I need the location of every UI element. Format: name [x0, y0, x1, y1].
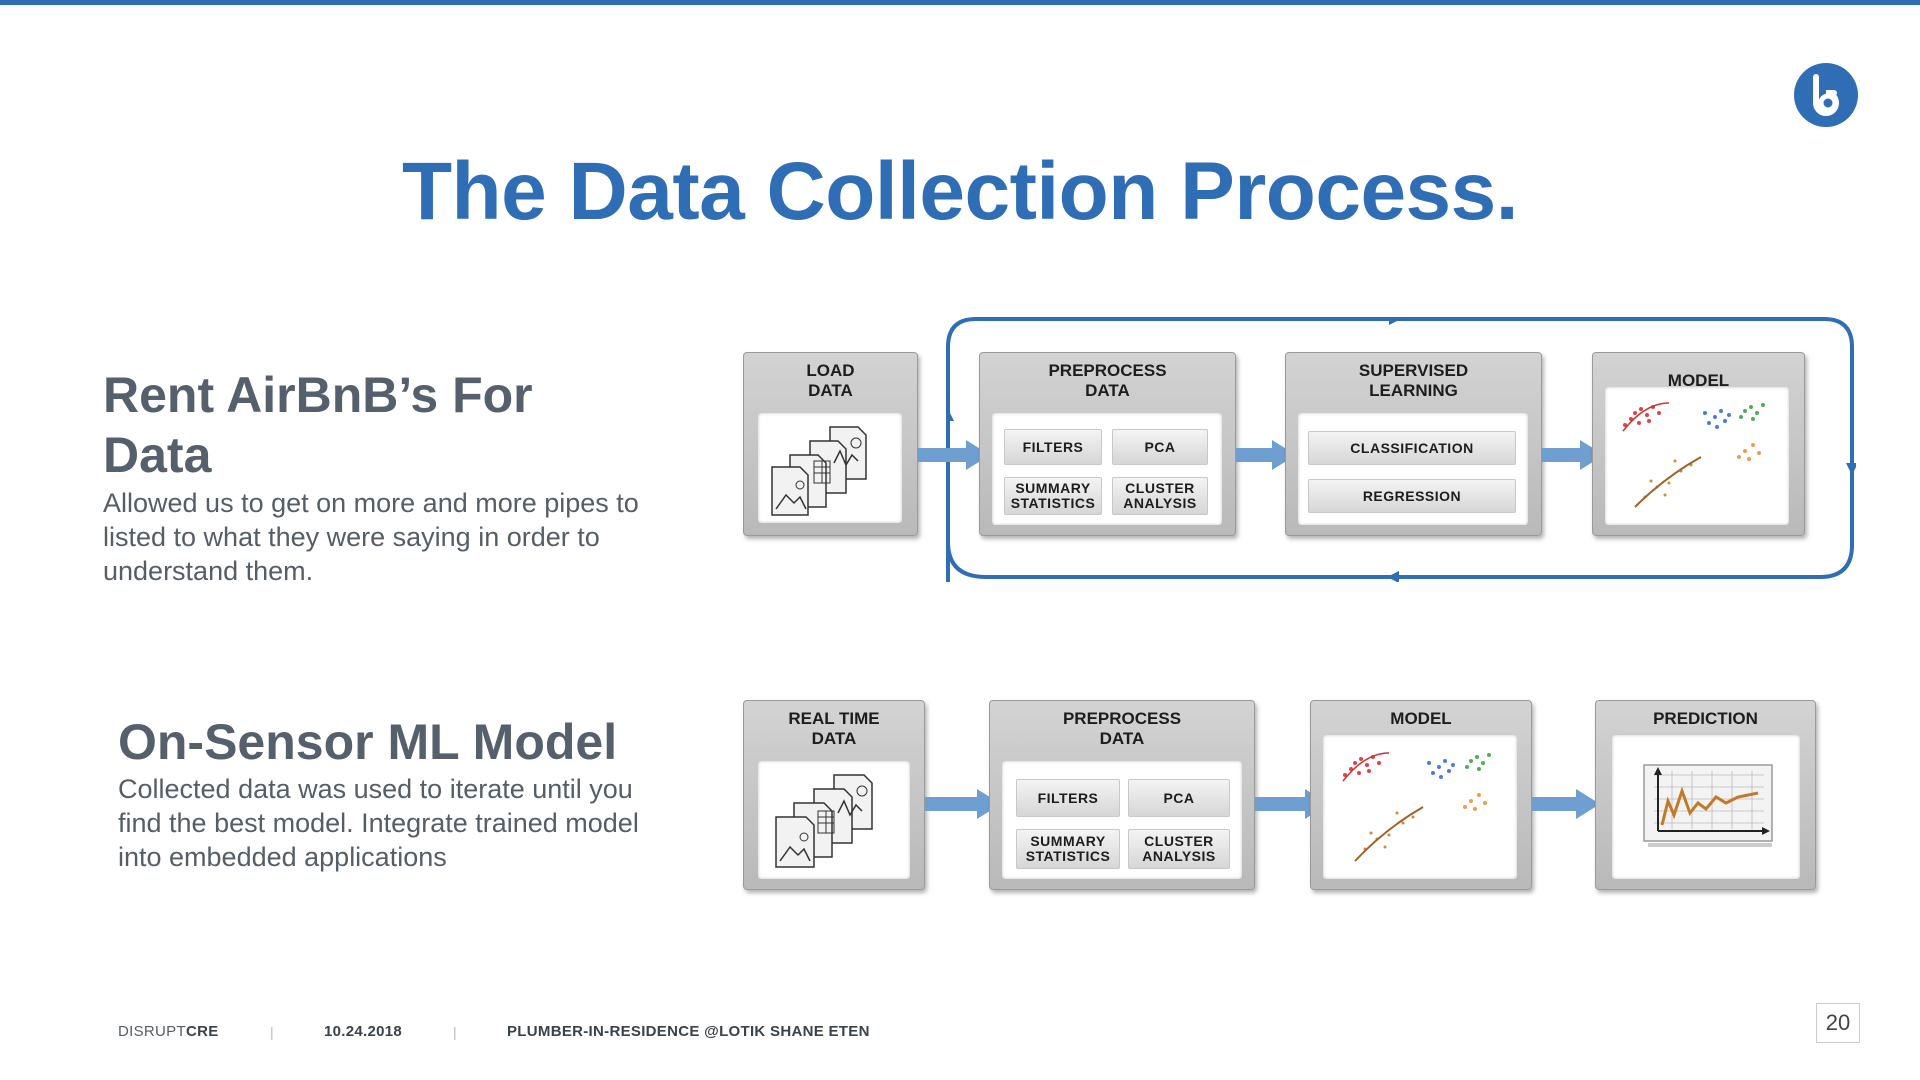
preprocess-label: PREPROCESS DATA: [1048, 361, 1167, 400]
line-chart-icon: [1643, 764, 1773, 847]
documents-icon: [775, 774, 873, 868]
pca2-chip: PCA: [1128, 779, 1230, 817]
regression-chip: REGRESSION: [1308, 479, 1516, 513]
footer-brand-light: DISRUPT: [118, 1023, 186, 1040]
footer-brand: DISRUPTCRE: [118, 1023, 219, 1040]
preprocess2-label: PREPROCESS DATA: [1062, 709, 1182, 748]
footer-date: 10.24.2018: [324, 1023, 402, 1040]
model2-panel: [1323, 735, 1517, 879]
prediction-box: PREDICTION: [1595, 700, 1816, 890]
cluster-analysis2-chip: CLUSTER ANALYSIS: [1128, 829, 1230, 869]
arrow-preprocess-to-learning: [1236, 440, 1296, 470]
real-time-data-label: REAL TIME DATA: [788, 709, 880, 748]
section2-heading: On-Sensor ML Model: [118, 714, 618, 770]
section1-body: Allowed us to get on more and more pipes…: [103, 488, 639, 586]
cluster-scatter-icon: [1342, 752, 1491, 862]
footer-brand-bold: CRE: [185, 1023, 219, 1040]
classification-chip: CLASSIFICATION: [1308, 431, 1516, 465]
footer-separator: |: [453, 1024, 457, 1040]
load-data-panel: [758, 413, 902, 523]
real-time-data-panel: [758, 761, 910, 879]
lotik-logo-icon: [1794, 63, 1858, 127]
summary-statistics-chip: SUMMARY STATISTICS: [1004, 477, 1102, 515]
pca-chip: PCA: [1112, 429, 1208, 465]
load-data-box: LOAD DATA: [743, 352, 918, 536]
section2-body: Collected data was used to iterate until…: [118, 774, 639, 872]
footer-date-text: 10.24.2018: [324, 1023, 403, 1040]
footer-credit-text: PLUMBER-IN-RESIDENCE @LOTIK SHANE ETEN: [507, 1023, 870, 1040]
prediction-label: PREDICTION: [1653, 709, 1758, 728]
cluster-analysis-chip: CLUSTER ANALYSIS: [1112, 477, 1208, 515]
footer-separator: |: [270, 1024, 274, 1040]
prediction-panel: [1612, 735, 1800, 879]
supervised-learning-box: SUPERVISED LEARNING CLASSIFICATION REGRE…: [1285, 352, 1542, 536]
model-panel: [1605, 387, 1789, 525]
cluster-scatter-icon: [1622, 402, 1765, 508]
model-label: MODEL: [1667, 371, 1730, 390]
arrow-model-to-prediction: [1532, 789, 1600, 819]
real-time-data-box: REAL TIME DATA: [743, 700, 925, 890]
preprocess2-box: PREPROCESS DATA FILTERS PCA SUMMARY STAT…: [989, 700, 1255, 890]
model2-label: MODEL: [1390, 709, 1452, 728]
filters-chip: FILTERS: [1004, 429, 1102, 465]
model-box: MODEL: [1592, 352, 1805, 536]
preprocess-box: PREPROCESS DATA FILTERS PCA SUMMARY STAT…: [979, 352, 1236, 536]
supervised-learning-label: SUPERVISED LEARNING: [1358, 361, 1469, 400]
iteration-loop-arrow: [946, 317, 1856, 582]
documents-icon: [771, 426, 867, 516]
load-data-label: LOAD DATA: [806, 361, 855, 400]
filters2-chip: FILTERS: [1016, 779, 1120, 817]
summary-statistics2-chip: SUMMARY STATISTICS: [1016, 829, 1120, 869]
footer-credit: PLUMBER-IN-RESIDENCE @LOTIK SHANE ETEN: [507, 1023, 870, 1040]
slide-title: The Data Collection Process.: [401, 146, 1519, 237]
arrow-load-to-preprocess: [918, 440, 990, 470]
model2-box: MODEL: [1310, 700, 1532, 890]
section1-heading: Rent AirBnB’s For Data: [103, 367, 533, 483]
top-accent-bar: [0, 0, 1920, 5]
page-number: 20: [1816, 1003, 1860, 1043]
